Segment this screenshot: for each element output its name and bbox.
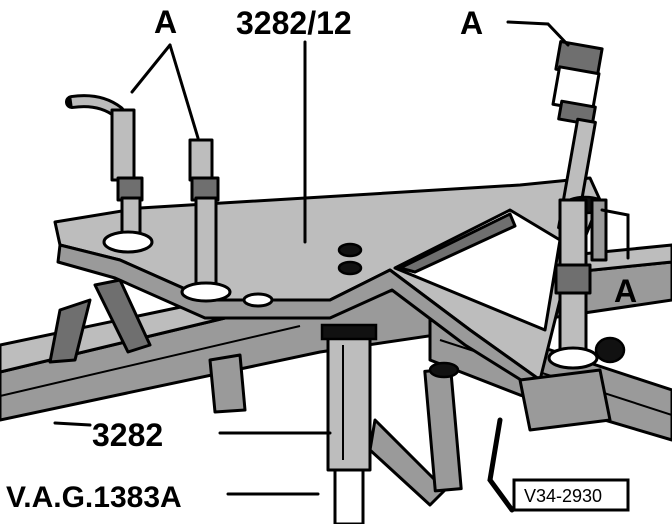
clamp-pin-left-bent	[65, 94, 154, 254]
label-jack: V.A.G.1383A	[6, 481, 182, 514]
label-adapter: 3282/12	[236, 5, 352, 41]
label-base-plate: 3282	[92, 417, 163, 453]
leader-lines	[53, 20, 630, 496]
left-support-leg	[48, 278, 247, 414]
adapter-plate	[53, 176, 602, 397]
label-a-top-right: A	[460, 5, 483, 41]
reference-code: V34-2930	[524, 486, 602, 506]
lower-right-bracket	[487, 336, 626, 513]
reference-box: V34-2930	[512, 478, 630, 512]
clamp-pin-left-straight	[180, 138, 232, 303]
clamp-pin-right	[547, 198, 608, 370]
label-a-right: A	[614, 273, 637, 309]
label-a-left: A	[154, 4, 177, 40]
jack-spindle	[320, 323, 447, 524]
strut	[423, 361, 463, 493]
